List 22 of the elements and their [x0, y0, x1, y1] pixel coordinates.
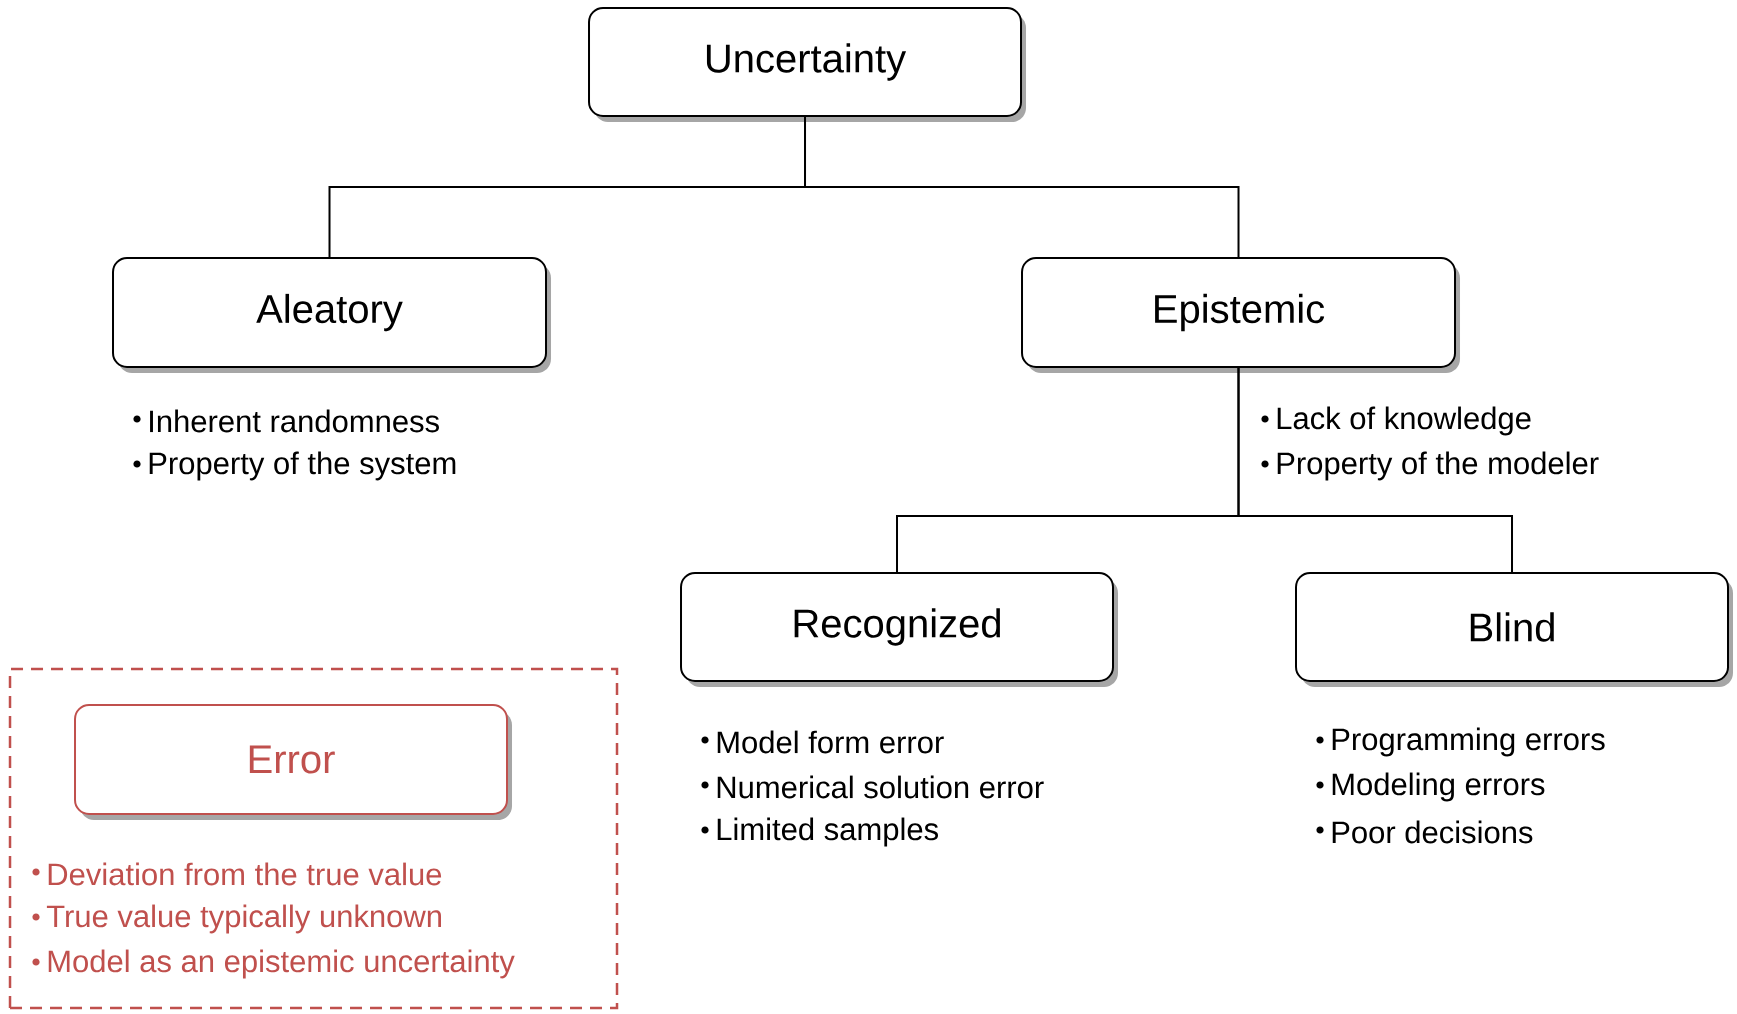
bullet-item: Programming errors: [1316, 727, 1605, 757]
process-box: Epistemic: [1021, 257, 1460, 373]
process-box: Blind: [1295, 572, 1733, 687]
bullet-item: Property of the modeler: [1261, 451, 1599, 481]
bullet-item: Inherent randomness: [133, 409, 439, 433]
bullet-item: Model form error: [701, 730, 944, 754]
bullet-item: Lack of knowledge: [1261, 406, 1531, 436]
bullet-item: Modeling errors: [1316, 772, 1545, 802]
bullet-item: Property of the system: [133, 451, 456, 481]
bullet-item: Model as an epistemic uncertainty: [32, 949, 515, 979]
bullet-item: Deviation from the true value: [32, 862, 442, 886]
bullet-item: True value typically unknown: [32, 904, 441, 934]
process-box: Recognized: [680, 572, 1118, 687]
bullet-item: Poor decisions: [1316, 820, 1533, 844]
bullet-item: Limited samples: [701, 817, 938, 847]
dashed-frame: [8, 667, 619, 1010]
connector-line: [1237, 367, 1513, 573]
process-box: Aleatory: [112, 257, 551, 373]
bullet-item: Numerical solution error: [701, 775, 1044, 799]
process-box: Error: [74, 704, 512, 820]
connector-line: [804, 116, 1240, 258]
process-box: Uncertainty: [588, 7, 1026, 122]
